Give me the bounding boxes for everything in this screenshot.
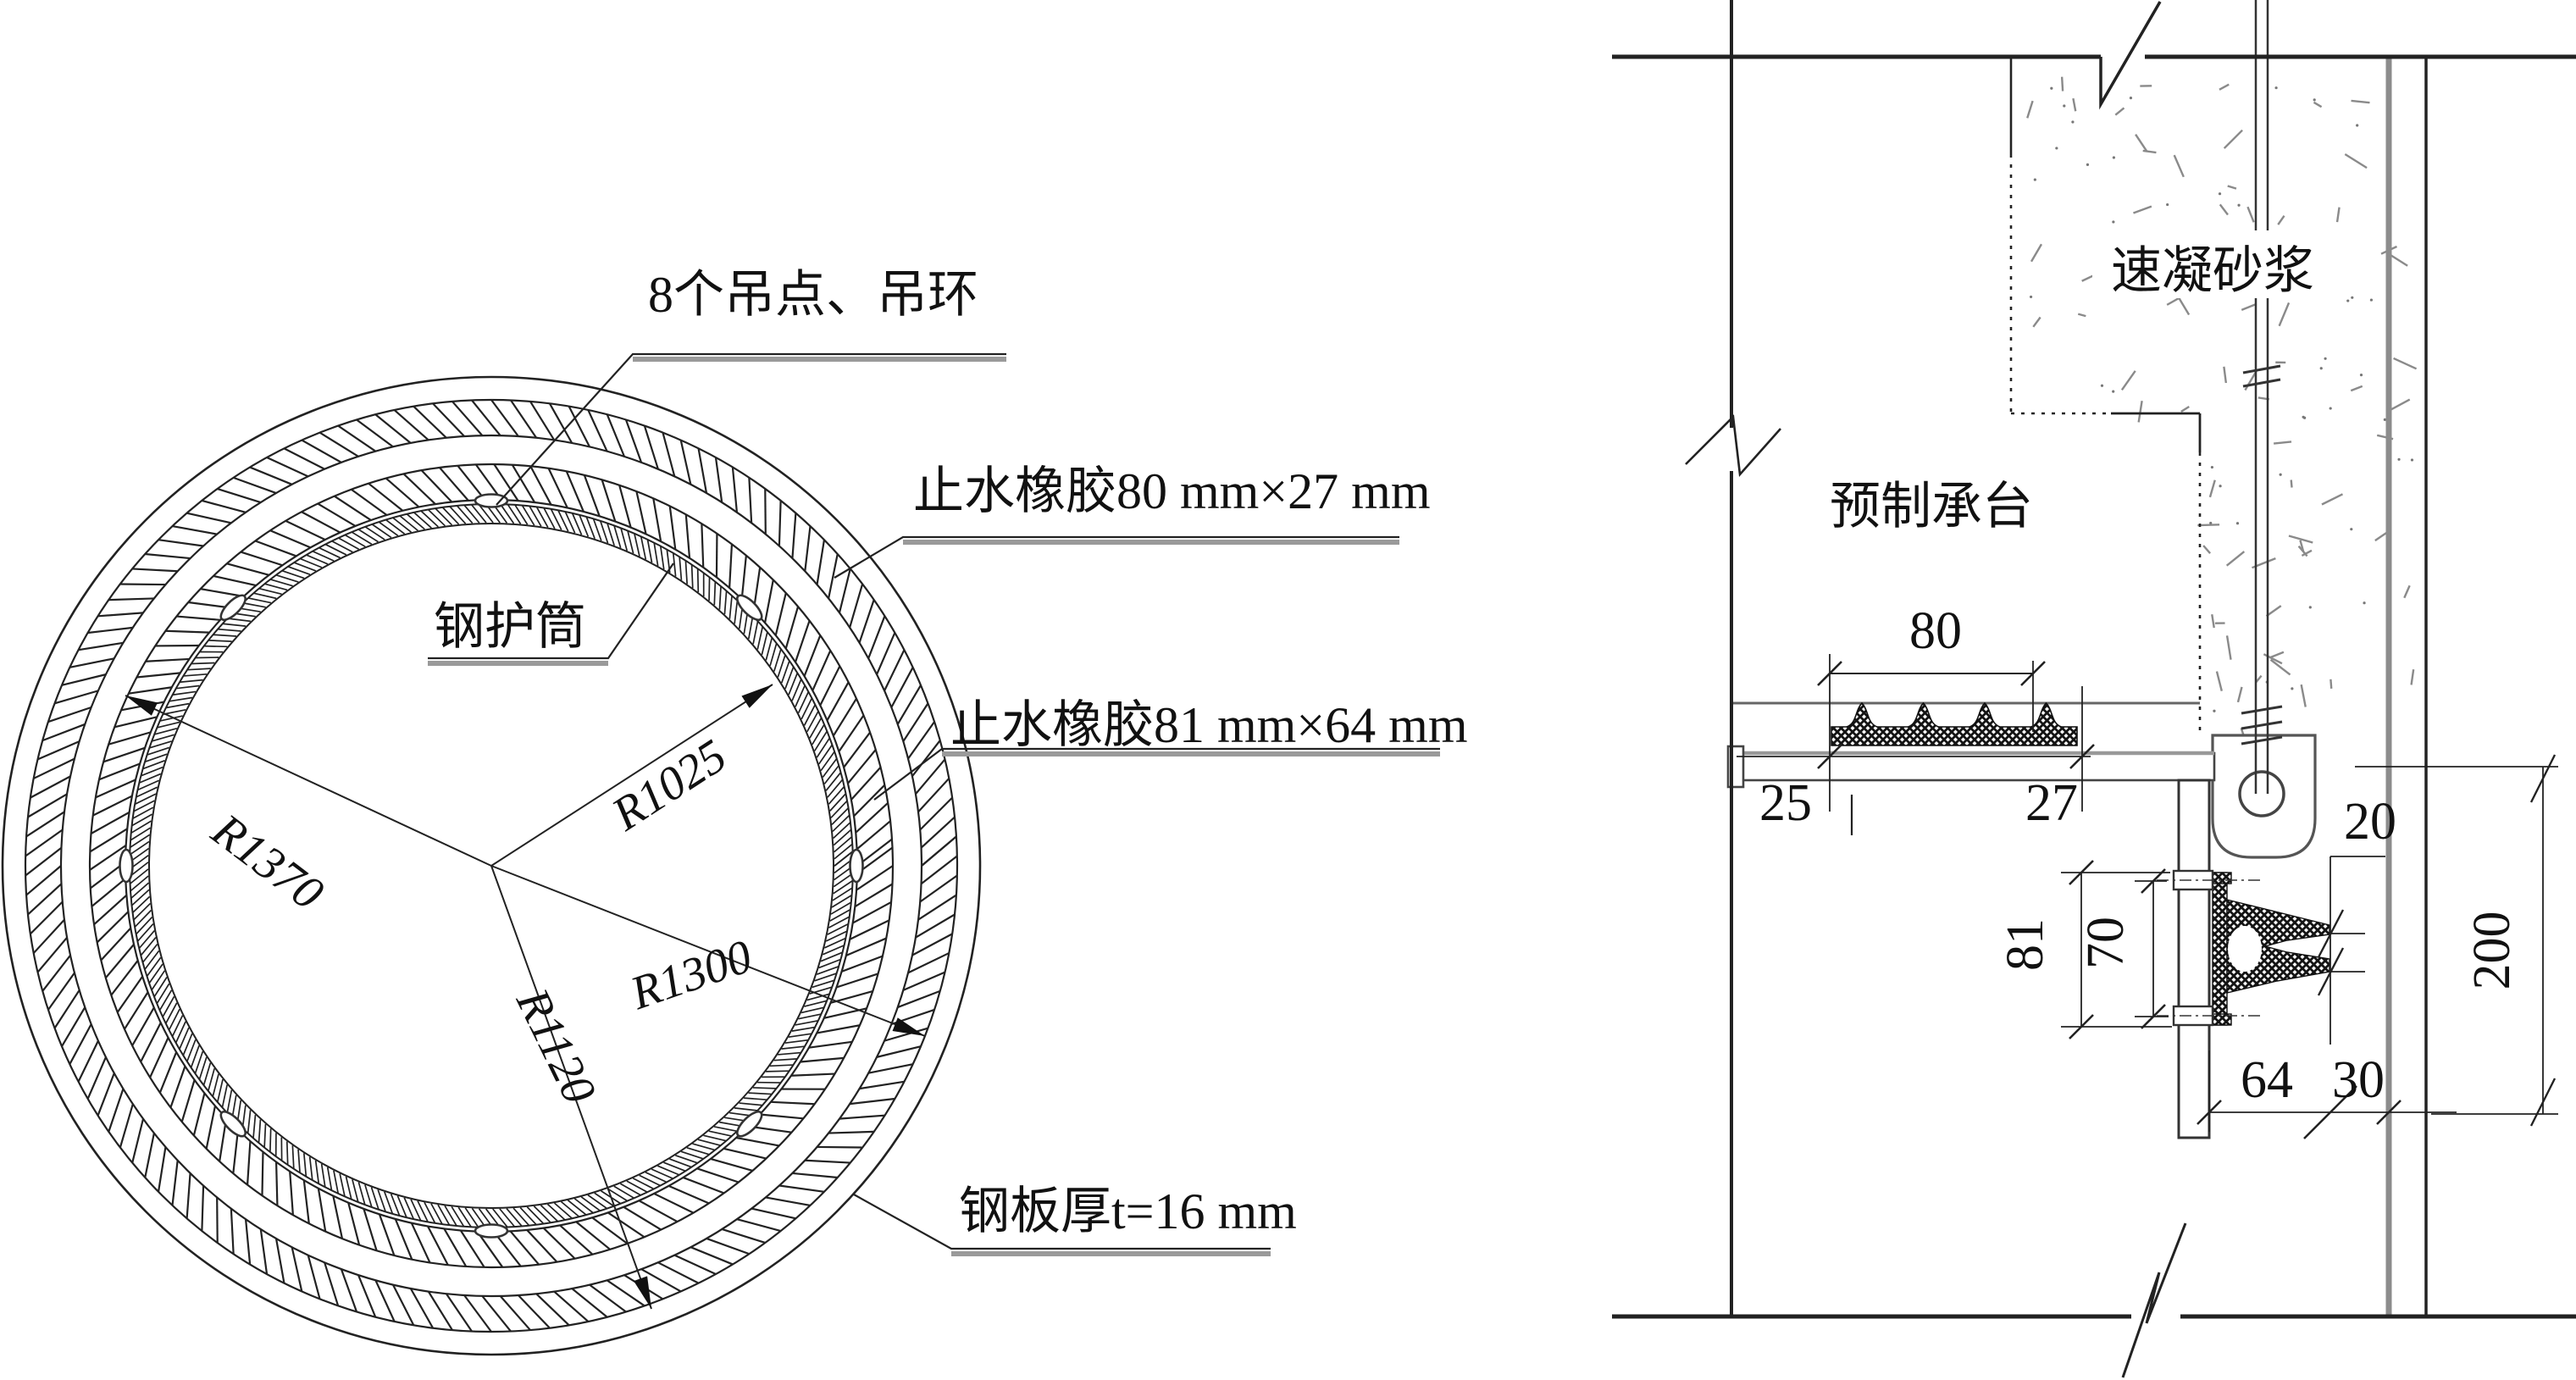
mortar-label: 速凝砂浆: [2111, 243, 2314, 299]
dim-text-81: 81: [1997, 918, 2054, 971]
dim-text-200: 200: [2463, 912, 2521, 990]
waterstop-80x27-profile: [1831, 701, 2078, 746]
waterstop-81x64-profile: [2212, 872, 2330, 1026]
lifting-rings: [119, 493, 864, 1239]
dimension-200: [2355, 754, 2558, 1127]
lifting-eye-hole: [2238, 770, 2285, 817]
plate-thickness-label: 钢板厚t=16 mm: [959, 1183, 1297, 1239]
dim-text-70: 70: [2077, 917, 2135, 969]
mortar-speckle-texture: [2026, 76, 2418, 743]
dimension-64-30: [2197, 1050, 2457, 1139]
joint-detail-section: 速凝砂浆 预制承台 80 25 27 20 81 70 200 64 30: [1612, 0, 2576, 1378]
dimension-81: [2061, 860, 2172, 1039]
radius-label-r1025: R1025: [602, 729, 735, 841]
outer-hatched-ring: [25, 399, 958, 1333]
top-break-symbol: [2099, 1, 2162, 110]
label-leader-lines: [428, 352, 1440, 1256]
dim-text-80: 80: [1909, 602, 1962, 660]
steel-casing-label: 钢护筒: [434, 599, 586, 655]
steel-casing-plan-view: R1370 R1025 R1300 R1120 8个吊点、吊环 止水橡胶80 m…: [1, 267, 1468, 1356]
dimension-20: [2317, 856, 2385, 1045]
dim-text-27: 27: [2025, 774, 2078, 832]
dimension-25-27: [1737, 686, 2095, 835]
wall-break-symbol: [1685, 414, 1781, 478]
vertical-steel-plate: [2177, 779, 2211, 1139]
dim-text-64: 64: [2241, 1051, 2293, 1109]
radius-dimension-lines: [125, 684, 926, 1310]
mortar-label-background: [2092, 230, 2329, 298]
rod-splice-ticks: [2241, 364, 2283, 745]
bottom-break-symbol: [2121, 1222, 2187, 1378]
radius-label-r1370: R1370: [202, 803, 333, 920]
waterstop-81x64-label: 止水橡胶81 mm×64 mm: [950, 697, 1468, 753]
waterstop-hole: [2228, 926, 2262, 972]
dimension-70: [2135, 868, 2169, 1029]
radius-label-r1120: R1120: [506, 980, 606, 1112]
lifting-points-label: 8个吊点、吊环: [648, 267, 978, 323]
dim-text-20: 20: [2344, 793, 2396, 851]
inner-hatched-ring: [89, 463, 894, 1268]
clamp-bars: [2157, 869, 2263, 1027]
dimension-80: [1817, 654, 2046, 812]
waterstop-80x27-label: 止水橡胶80 mm×27 mm: [913, 463, 1431, 519]
precast-cap-label: 预制承台: [1830, 479, 2033, 535]
dim-text-30: 30: [2332, 1051, 2385, 1109]
steel-casing-ring-hatch: [129, 503, 854, 1228]
dim-text-25: 25: [1759, 774, 1812, 832]
